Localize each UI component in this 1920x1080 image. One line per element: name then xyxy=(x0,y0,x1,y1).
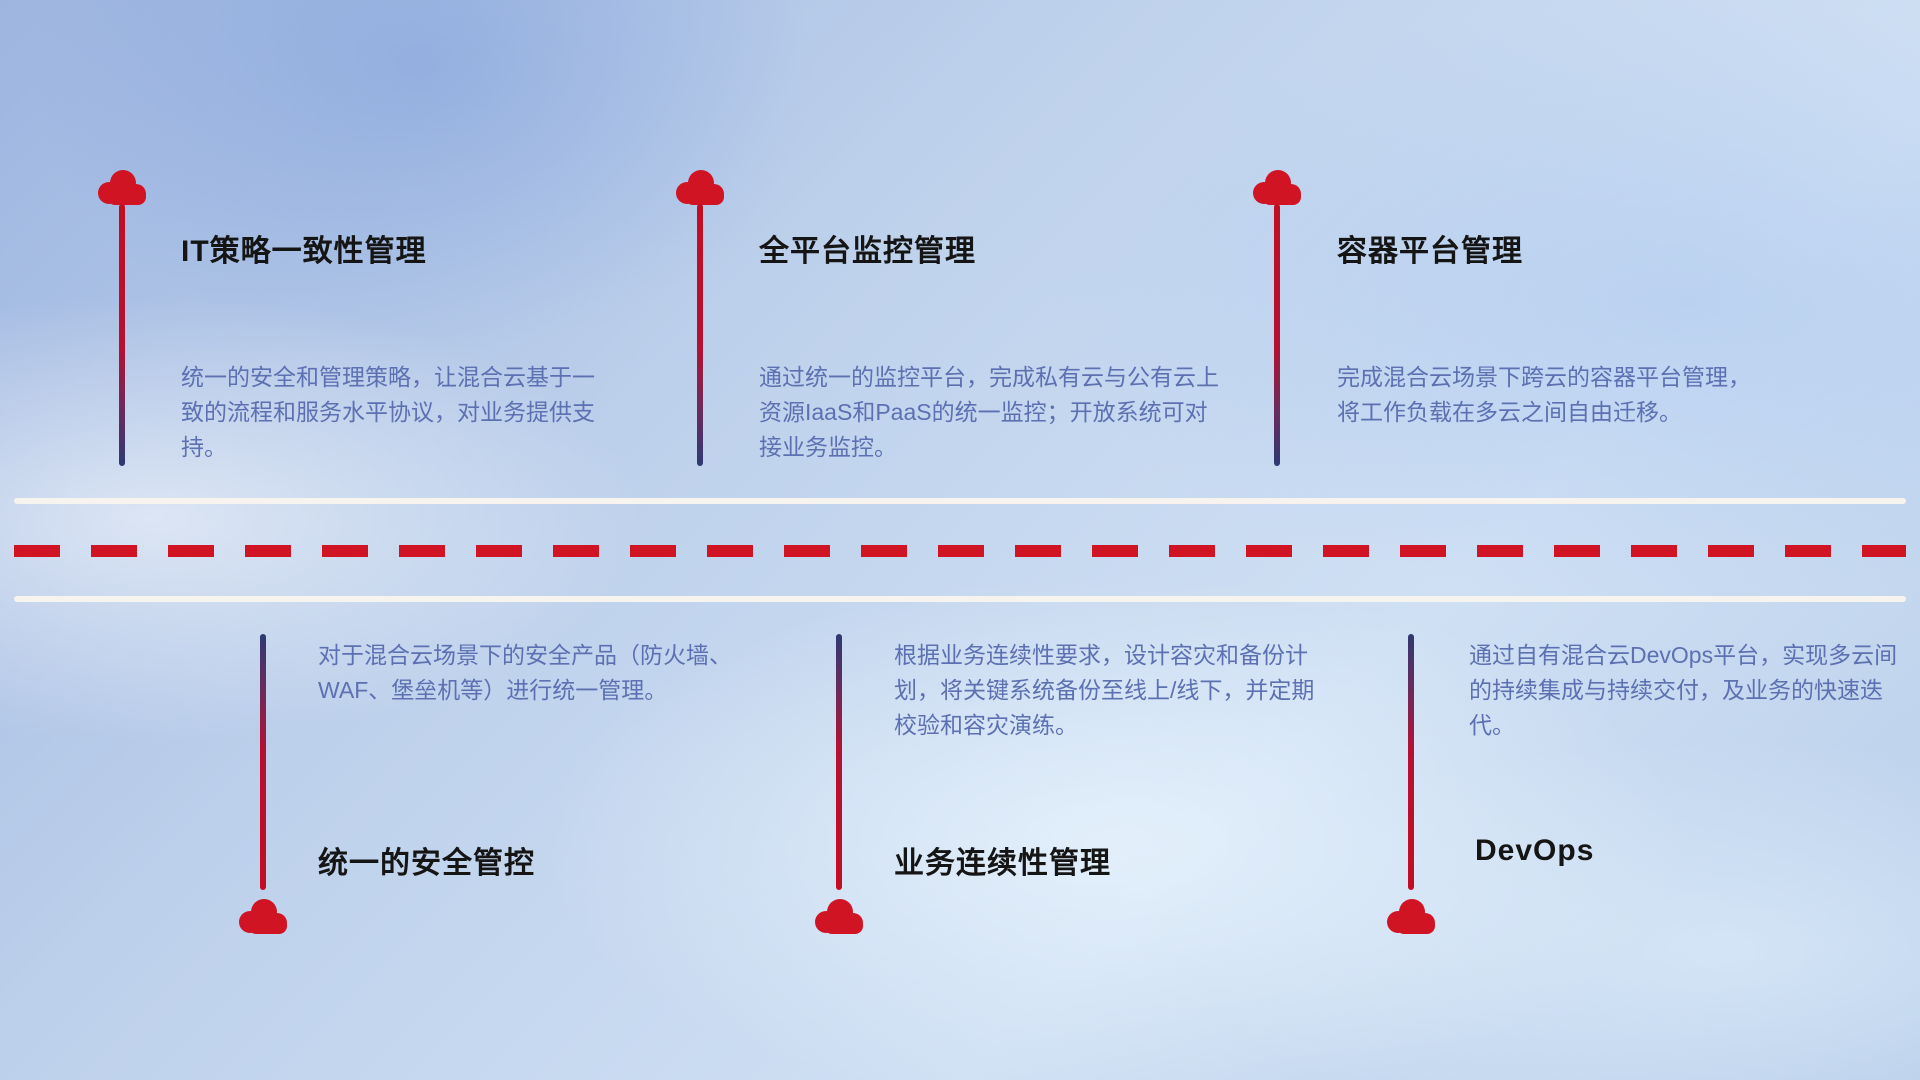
item-description: 根据业务连续性要求，设计容灾和备份计划，将关键系统备份至线上/线下，并定期校验和… xyxy=(894,642,1315,738)
connector-line xyxy=(260,634,266,890)
road-bottom-line xyxy=(14,596,1906,602)
item-title: IT策略一致性管理 xyxy=(181,235,427,268)
road-top-line xyxy=(14,498,1906,504)
item-description: 对于混合云场景下的安全产品（防火墙、WAF、堡垒机等）进行统一管理。 xyxy=(318,642,732,703)
connector-line xyxy=(119,204,125,466)
road-center-dashed-line xyxy=(14,545,1906,557)
item-description: 完成混合云场景下跨云的容器平台管理，将工作负载在多云之间自由迁移。 xyxy=(1337,364,1751,425)
item-title: 全平台监控管理 xyxy=(759,235,976,268)
cloud-icon xyxy=(1248,167,1306,207)
cloud-icon xyxy=(234,896,292,936)
connector-line xyxy=(1274,204,1280,466)
cloud-icon xyxy=(1382,896,1440,936)
connector-line xyxy=(836,634,842,890)
cloud-icon xyxy=(93,167,151,207)
item-description: 通过统一的监控平台，完成私有云与公有云上资源IaaS和PaaS的统一监控；开放系… xyxy=(759,364,1219,460)
cloud-icon xyxy=(810,896,868,936)
item-description: 统一的安全和管理策略，让混合云基于一致的流程和服务水平协议，对业务提供支持。 xyxy=(181,364,595,460)
item-title: 统一的安全管控 xyxy=(318,847,535,880)
item-title: DevOps xyxy=(1475,834,1595,867)
connector-line xyxy=(697,204,703,466)
connector-line xyxy=(1408,634,1414,890)
item-title: 容器平台管理 xyxy=(1337,235,1523,268)
item-title: 业务连续性管理 xyxy=(894,847,1111,880)
item-description: 通过自有混合云DevOps平台，实现多云间的持续集成与持续交付，及业务的快速迭代… xyxy=(1469,642,1898,738)
cloud-icon xyxy=(671,167,729,207)
